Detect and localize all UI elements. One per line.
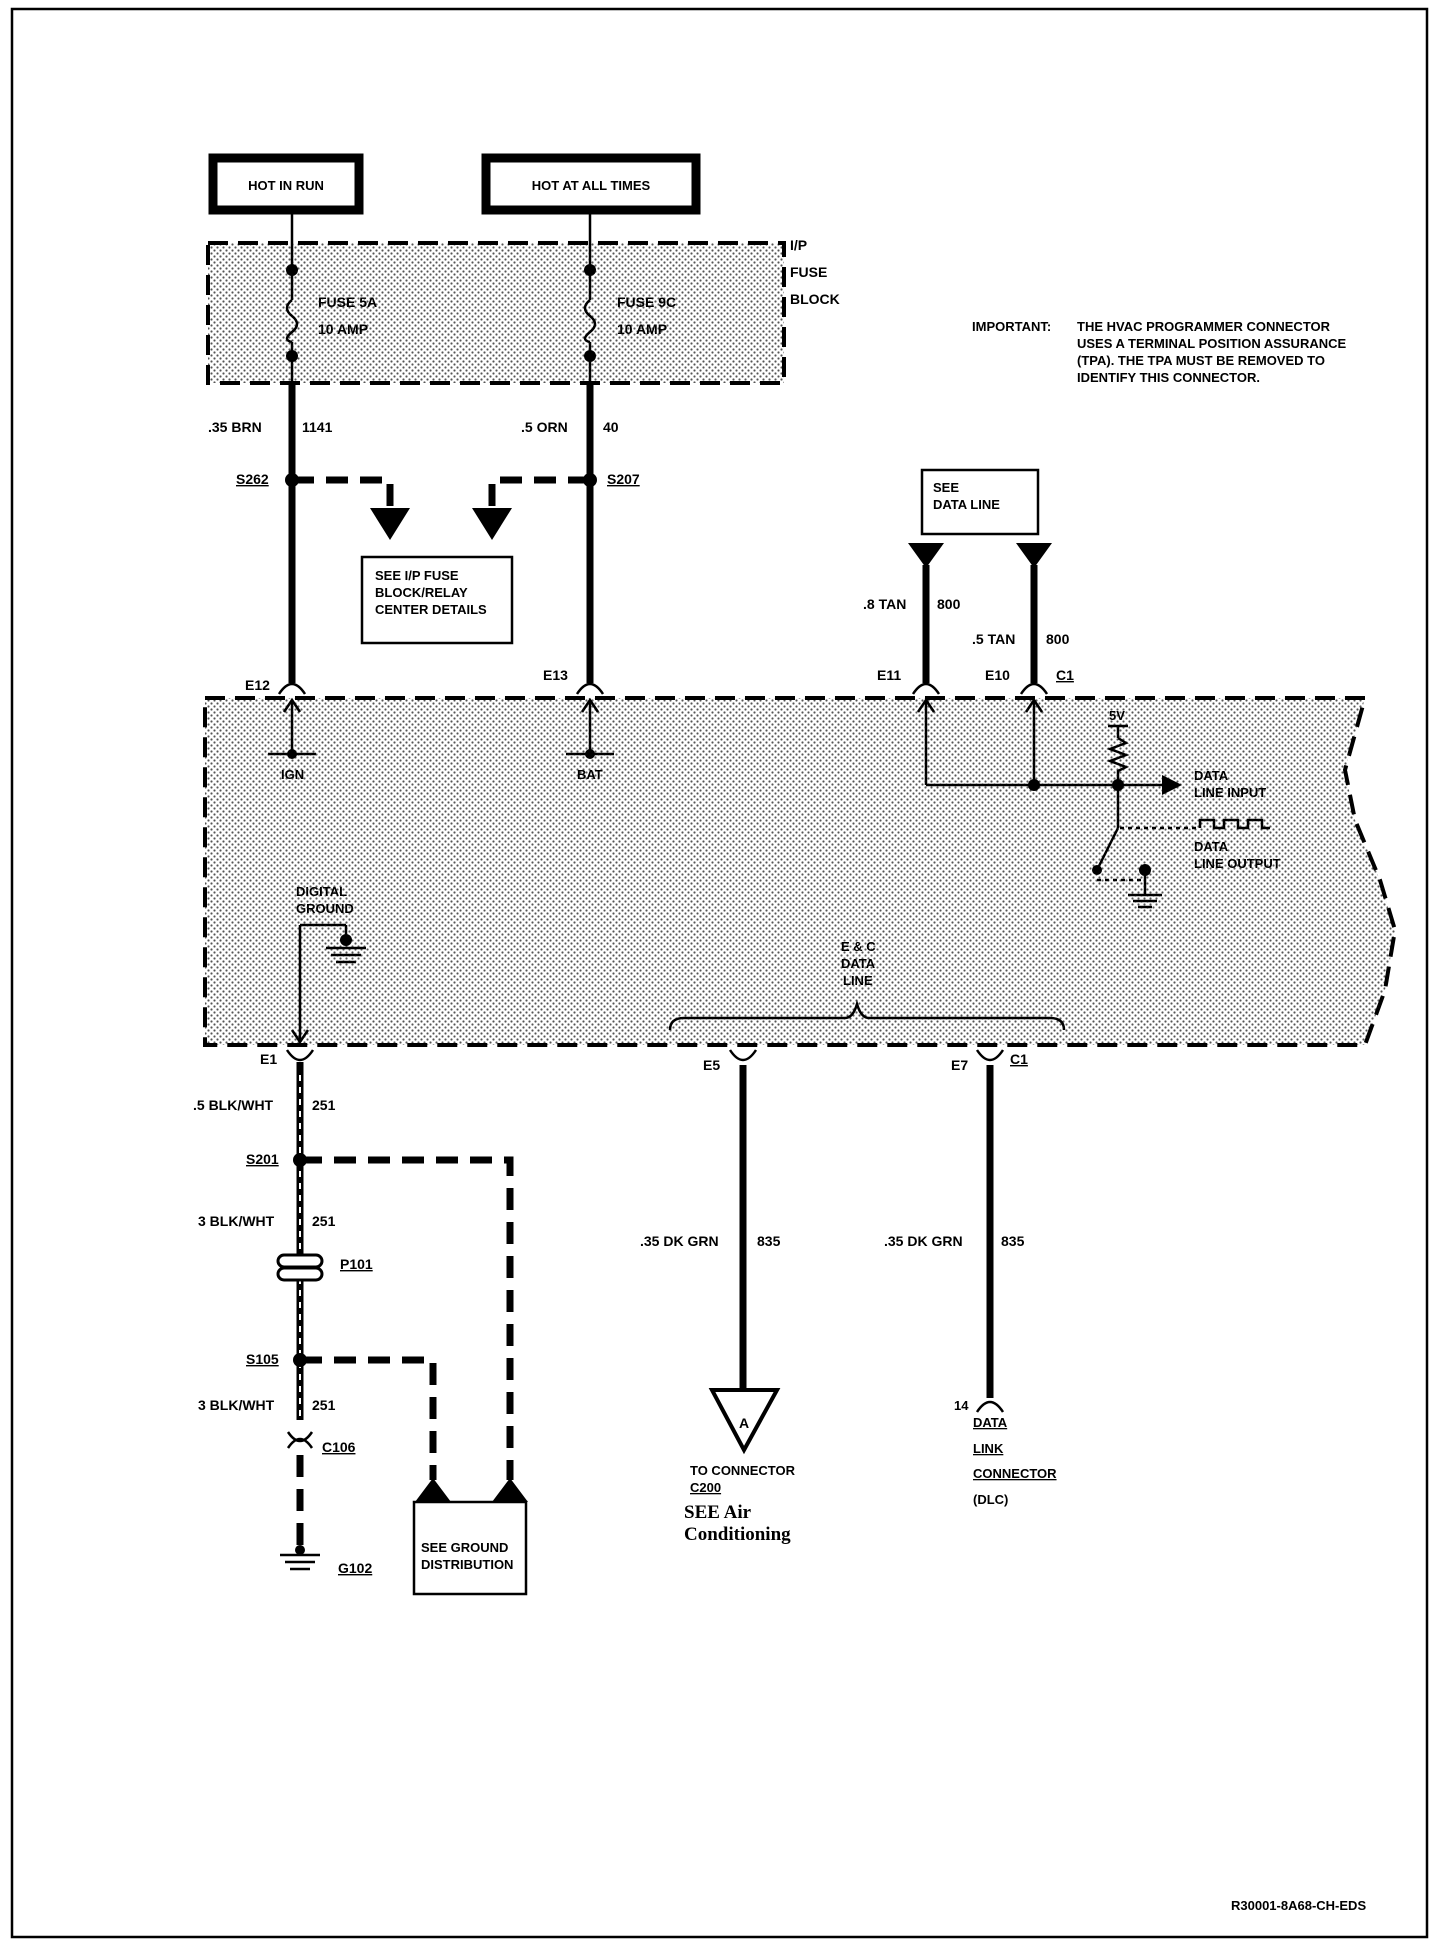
ground-distribution-ref: SEE GROUND DISTRIBUTION: [300, 1156, 528, 1596]
important-line-4: IDENTIFY THIS CONNECTOR.: [1077, 370, 1260, 385]
fuse-block-label-2: FUSE: [790, 264, 827, 280]
internal-bat-label: BAT: [577, 767, 603, 782]
splice-p101: P101: [340, 1256, 373, 1272]
wire-835b-gauge: .35 DK GRN: [884, 1233, 963, 1249]
digital-ground-label-2: GROUND: [296, 901, 354, 916]
splice-s201: S201: [246, 1151, 279, 1167]
digital-ground-label-1: DIGITAL: [296, 884, 347, 899]
wire-251b-circuit: 251: [312, 1213, 336, 1229]
data-line-output-1: DATA: [1194, 839, 1229, 854]
terminal-e13: E13: [543, 667, 568, 683]
see-ac-line-2: Conditioning: [684, 1524, 791, 1545]
terminal-c1-bottom: C1: [1010, 1051, 1028, 1067]
ground-g102: G102: [338, 1560, 372, 1576]
digital-ground: DIGITAL GROUND: [290, 884, 366, 1045]
ec-data-label-1: E & C: [841, 939, 876, 954]
terminal-e1: E1: [260, 1051, 277, 1067]
dlc-label-1: DATA: [973, 1415, 1008, 1430]
connector-c200-label: C200: [690, 1480, 721, 1495]
hot-at-all-times-box: HOT AT ALL TIMES: [481, 153, 701, 215]
wire-251b-gauge: 3 BLK/WHT: [198, 1213, 275, 1229]
fuse-9c-rating: 10 AMP: [617, 321, 667, 337]
important-line-1: THE HVAC PROGRAMMER CONNECTOR: [1077, 319, 1331, 334]
hvac-programmer-module: [203, 696, 1398, 1047]
wire-800b-circuit: 800: [1046, 631, 1070, 647]
internal-ign-bat: IGN BAT: [268, 697, 614, 782]
internal-data-line: 5V DATA LINE INPUT DATA LINE OUTPUT: [916, 697, 1281, 909]
dlc-label-2: LINK: [973, 1441, 1004, 1456]
fuse-block-label-1: I/P: [790, 237, 807, 253]
ground-dist-line-2: DISTRIBUTION: [421, 1557, 513, 1572]
important-line-3: (TPA). THE TPA MUST BE REMOVED TO: [1077, 353, 1325, 368]
terminal-c1-top: C1: [1056, 667, 1074, 683]
connector-a-letter: A: [739, 1415, 749, 1431]
ec-data-label-3: LINE: [843, 973, 873, 988]
fuse-5a-rating: 10 AMP: [318, 321, 368, 337]
internal-5v-label: 5V: [1109, 708, 1125, 723]
fuse-block: I/P FUSE BLOCK FUSE 5A 10 AMP FUSE 9C 10…: [206, 237, 840, 385]
fuse-details-ref: SEE I/P FUSE BLOCK/RELAY CENTER DETAILS: [292, 476, 590, 645]
ground-dist-line-1: SEE GROUND: [421, 1540, 508, 1555]
fuse-9c-label: FUSE 9C: [617, 294, 676, 310]
fuse-details-line-3: CENTER DETAILS: [375, 602, 487, 617]
splice-s262: S262: [236, 471, 269, 487]
top-terminals: E12 E13 E11 E10 C1: [245, 667, 1074, 695]
wire-835b-circuit: 835: [1001, 1233, 1025, 1249]
to-connector-label: TO CONNECTOR: [690, 1463, 796, 1478]
terminal-e7: E7: [951, 1057, 968, 1073]
data-line-output-2: LINE OUTPUT: [1194, 856, 1281, 871]
hot-at-all-times-label: HOT AT ALL TIMES: [532, 178, 651, 193]
important-line-2: USES A TERMINAL POSITION ASSURANCE: [1077, 336, 1347, 351]
ec-data-label-2: DATA: [841, 956, 876, 971]
wire-800a-circuit: 800: [937, 596, 961, 612]
wire-800b-gauge: .5 TAN: [972, 631, 1015, 647]
wire-800a-gauge: .8 TAN: [863, 596, 906, 612]
see-ac-line-1: SEE Air: [684, 1502, 752, 1523]
data-line-ref-line-1: SEE: [933, 480, 959, 495]
hot-in-run-label: HOT IN RUN: [248, 178, 324, 193]
important-heading: IMPORTANT:: [972, 319, 1051, 334]
fuse-details-line-2: BLOCK/RELAY: [375, 585, 468, 600]
fuse-block-label-3: BLOCK: [790, 291, 840, 307]
wire-251a-circuit: 251: [312, 1097, 336, 1113]
internal-ign-label: IGN: [281, 767, 304, 782]
splice-c106: C106: [322, 1439, 356, 1455]
important-note: IMPORTANT: THE HVAC PROGRAMMER CONNECTOR…: [972, 319, 1347, 385]
dlc-label-3: CONNECTOR: [973, 1466, 1057, 1481]
footer-code: R30001-8A68-CH-EDS: [1231, 1898, 1366, 1913]
splice-s207: S207: [607, 471, 640, 487]
wire-40-gauge: .5 ORN: [521, 419, 568, 435]
data-line-ref-line-2: DATA LINE: [933, 497, 1000, 512]
data-line-input-2: LINE INPUT: [1194, 785, 1266, 800]
page-border: [10, 7, 1429, 1939]
bottom-terminals: E1 E5 E7 C1: [260, 1049, 1028, 1073]
data-line-ref: SEE DATA LINE .8 TAN 800 .5 TAN 800: [863, 468, 1070, 683]
dlc-label-4: (DLC): [973, 1492, 1008, 1507]
terminal-e12: E12: [245, 677, 270, 693]
wire-251c-circuit: 251: [312, 1397, 336, 1413]
fuse-details-line-1: SEE I/P FUSE: [375, 568, 459, 583]
terminal-e10: E10: [985, 667, 1010, 683]
data-line-input-1: DATA: [1194, 768, 1229, 783]
terminal-e5: E5: [703, 1057, 720, 1073]
wire-835-dlc: .35 DK GRN 835 14 DATA LINK CONNECTOR (D…: [884, 1065, 1057, 1507]
wire-835a-circuit: 835: [757, 1233, 781, 1249]
wire-251a-gauge: .5 BLK/WHT: [193, 1097, 274, 1113]
wire-1141-circuit: 1141: [302, 419, 333, 435]
wire-1141-gauge: .35 BRN: [208, 419, 262, 435]
splice-s105: S105: [246, 1351, 279, 1367]
wire-251: .5 BLK/WHT 251 S201 3 BLK/WHT 251 P101 S…: [193, 1062, 373, 1576]
wire-835-c200: .35 DK GRN 835 A TO CONNECTOR C200 SEE A…: [640, 1065, 796, 1545]
hot-in-run-box: HOT IN RUN: [208, 153, 364, 215]
wire-835a-gauge: .35 DK GRN: [640, 1233, 719, 1249]
terminal-e11: E11: [877, 667, 901, 683]
ec-data-line: E & C DATA LINE: [668, 939, 1066, 1031]
wire-251c-gauge: 3 BLK/WHT: [198, 1397, 275, 1413]
wire-1141: .35 BRN 1141 S262: [208, 210, 333, 683]
fuse-5a-label: FUSE 5A: [318, 294, 377, 310]
wire-40-circuit: 40: [603, 419, 619, 435]
dlc-pin-label: 14: [954, 1398, 969, 1413]
wire-40: .5 ORN 40 S207: [521, 210, 640, 683]
